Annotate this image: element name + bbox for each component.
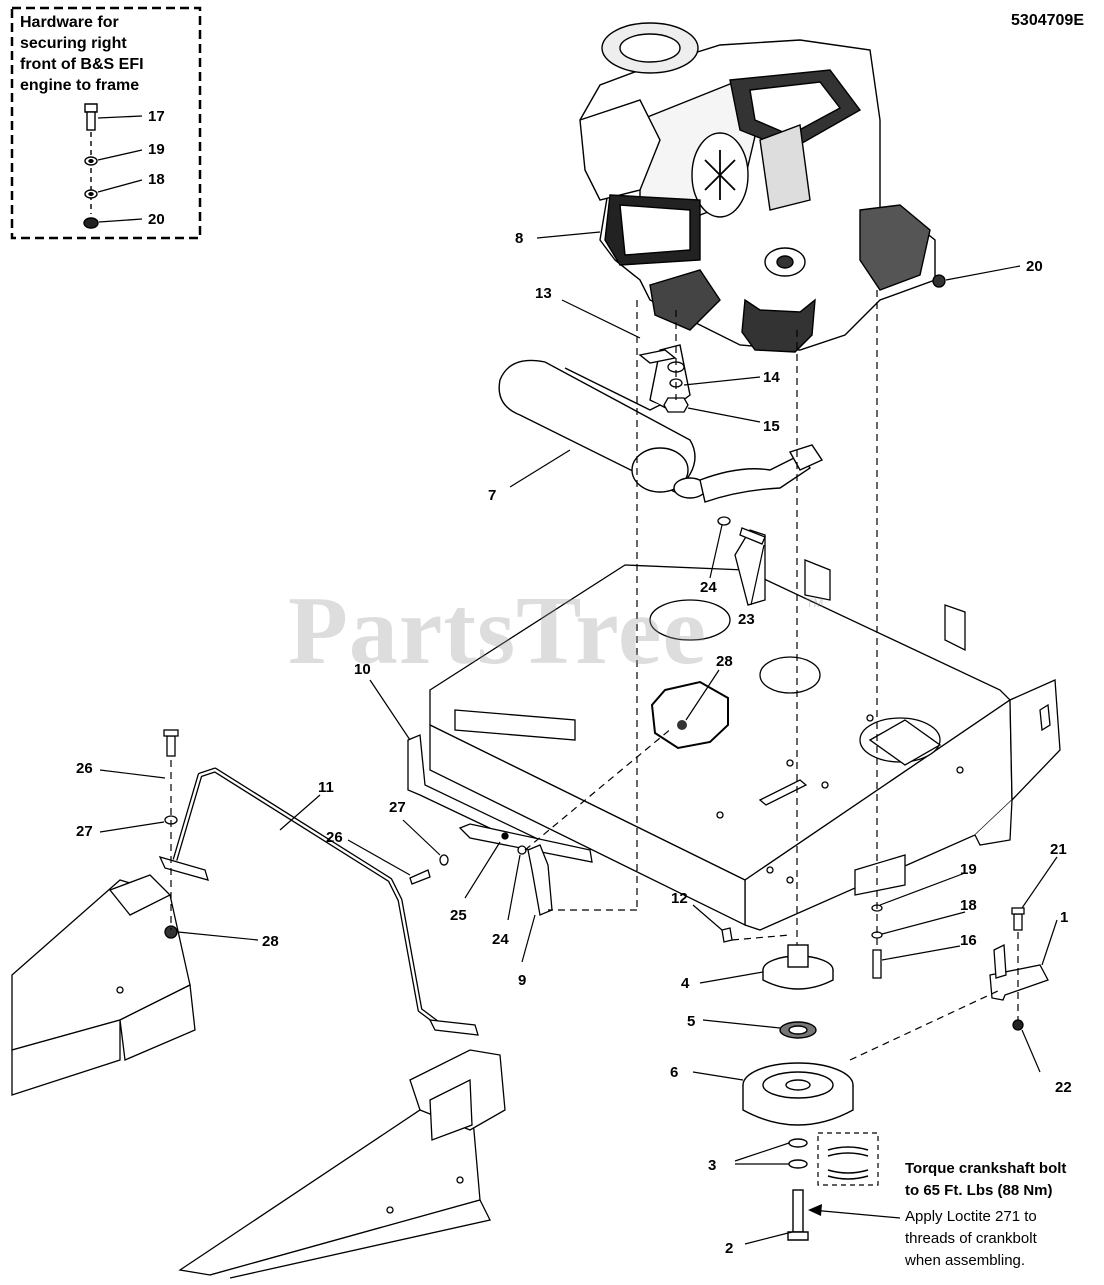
watermark: PartsTree [288,577,707,685]
callout-3: 3 [708,1157,716,1174]
small-hardware [163,361,766,943]
callout-27-left: 27 [76,823,93,840]
inset-callout-18: 18 [148,171,165,188]
callout-8: 8 [515,230,523,247]
callout-4: 4 [681,975,690,992]
torque-note: Torque crankshaft bolt to 65 Ft. Lbs (88… [905,1160,1067,1199]
callout-24-upper: 24 [700,579,717,596]
clutch-assembly [742,944,854,1241]
loctite-note: Apply Loctite 271 to threads of crankbol… [905,1208,1037,1269]
callout-23: 23 [738,611,755,628]
engine [579,22,936,353]
callout-13: 13 [535,285,552,302]
callout-10: 10 [354,661,371,678]
inset-hardware [83,103,99,229]
callout-18: 18 [960,897,977,914]
leader-lines [99,231,1058,1245]
callout-24-lower: 24 [492,931,509,948]
arrowhead-loctite [808,1204,822,1216]
callout-25: 25 [450,907,467,924]
callout-16: 16 [960,932,977,949]
callout-19: 19 [960,861,977,878]
callout-7: 7 [488,487,496,504]
inset-leader-lines [97,115,143,223]
callout-27-mid: 27 [389,799,406,816]
callout-12: 12 [671,890,688,907]
inset-box [10,6,202,240]
callout-28-lower: 28 [262,933,279,950]
callout-22: 22 [1055,1079,1072,1096]
muffler [498,344,824,503]
document-number: 5304709E [1011,12,1084,29]
lower-frame-rails [11,874,506,1279]
bar-11-inner [173,768,441,1026]
callout-11: 11 [318,779,334,796]
callout-5: 5 [687,1013,695,1030]
nut-28-upper [677,720,687,730]
callout-1: 1 [1060,909,1068,926]
shim-box [817,1132,879,1186]
mower-frame [429,529,1061,931]
callout-2: 2 [725,1240,733,1257]
callout-20: 20 [1026,258,1043,275]
callout-28-upper: 28 [716,653,733,670]
alignment-lines [170,290,1019,1061]
inset-title: Hardware for securing right front of B&S… [20,14,144,94]
bar-11-tabs [158,855,479,1036]
callout-15: 15 [763,418,780,435]
callout-9: 9 [518,972,526,989]
callout-14: 14 [763,369,780,386]
callout-6: 6 [670,1064,678,1081]
inset-callout-20: 20 [148,211,165,228]
watermark-tm: TM [806,596,824,610]
callout-26-mid: 26 [326,829,343,846]
shims [827,1146,869,1180]
hardware-right [871,274,1025,1031]
callout-21: 21 [1050,841,1067,858]
callout-labels: 8 20 13 14 15 7 24 23 10 28 11 26 27 26 … [76,230,1072,1257]
inset-callout-19: 19 [148,141,165,158]
callout-26-left: 26 [76,760,93,777]
bracket-1 [989,943,1049,1001]
inset-callout-17: 17 [148,108,165,125]
